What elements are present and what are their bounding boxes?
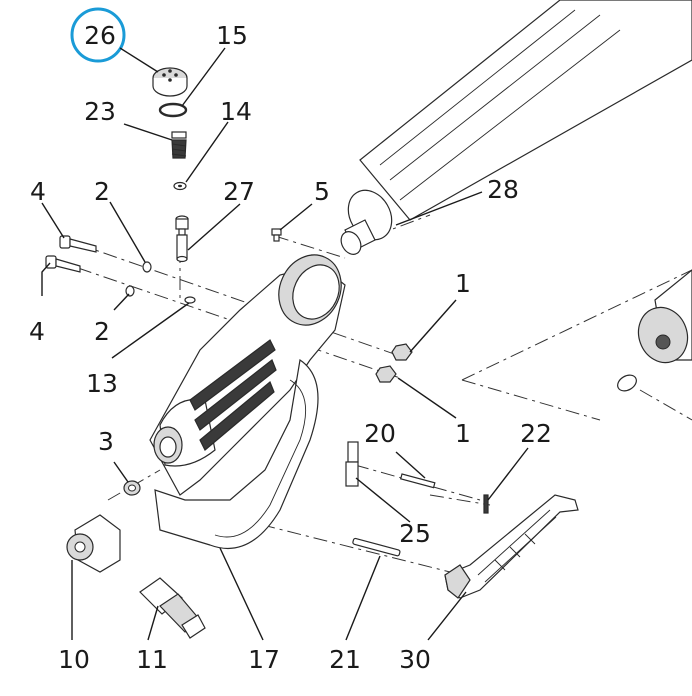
part-23-spring <box>171 131 187 159</box>
callout-1-lower[interactable]: 1 <box>455 419 471 448</box>
part-4-screw-lower <box>45 255 81 273</box>
part-30-trigger <box>444 494 579 599</box>
part-25-button <box>345 441 359 487</box>
callout-10[interactable]: 10 <box>58 645 90 674</box>
callout-17[interactable]: 17 <box>248 645 280 674</box>
callout-27[interactable]: 27 <box>223 177 255 206</box>
callout-30[interactable]: 30 <box>399 645 431 674</box>
highlight-ring <box>70 7 126 63</box>
highlighted-callout-26[interactable]: 26 <box>70 7 159 73</box>
callout-28[interactable]: 28 <box>487 175 519 204</box>
callout-3[interactable]: 3 <box>98 427 114 456</box>
callout-20[interactable]: 20 <box>364 419 396 448</box>
callout-14[interactable]: 14 <box>220 97 252 126</box>
callout-4-lower[interactable]: 4 <box>29 317 45 346</box>
part-13-washer <box>184 296 196 304</box>
part-3-oring <box>123 480 141 496</box>
handle-ribs <box>189 339 277 451</box>
callout-15[interactable]: 15 <box>216 21 248 50</box>
part-2-washer-lower <box>125 285 135 297</box>
part-10-swivel <box>66 514 121 573</box>
leader-lines <box>41 47 529 641</box>
callout-26-label: 26 <box>84 21 116 50</box>
callout-21[interactable]: 21 <box>329 645 361 674</box>
callout-labels: 15 23 14 4 2 27 5 28 4 2 1 13 1 3 20 22 … <box>29 21 552 674</box>
part-21-pin <box>352 537 401 557</box>
part-5-screw <box>271 228 282 242</box>
callout-23[interactable]: 23 <box>84 97 116 126</box>
part-4-screw-upper <box>59 235 97 253</box>
part-1-nut-upper <box>391 343 413 361</box>
callout-2-lower[interactable]: 2 <box>94 317 110 346</box>
callout-25[interactable]: 25 <box>399 519 431 548</box>
callout-22[interactable]: 22 <box>520 419 552 448</box>
part-2-washer-upper <box>142 261 152 273</box>
part-28-tube <box>340 0 692 255</box>
part-22-pin <box>483 494 489 514</box>
part-27-valve-pin <box>175 215 189 263</box>
part-26-cap <box>152 67 188 97</box>
callout-2-upper[interactable]: 2 <box>94 177 110 206</box>
part-20-pin <box>399 473 436 489</box>
callout-11[interactable]: 11 <box>136 645 168 674</box>
callout-13[interactable]: 13 <box>86 369 118 398</box>
part-14-washer <box>173 181 187 191</box>
part-tube-right <box>617 269 692 392</box>
part-17-handle <box>149 254 346 549</box>
part-15-oring <box>158 102 188 118</box>
callout-1-upper[interactable]: 1 <box>455 269 471 298</box>
callout-4-upper[interactable]: 4 <box>30 177 46 206</box>
part-11-connector <box>139 577 206 639</box>
callout-5[interactable]: 5 <box>314 177 330 206</box>
part-1-nut-lower <box>375 365 397 383</box>
